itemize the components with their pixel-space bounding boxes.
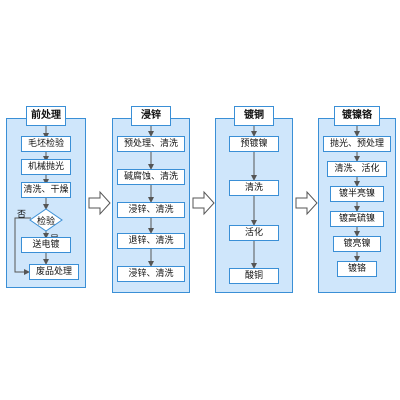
step-nickel-3: 镀半亮镍 bbox=[330, 186, 384, 202]
panel-title-zinc: 浸锌 bbox=[131, 106, 171, 126]
panel-title-nickel-chrome: 镀镍铬 bbox=[334, 106, 380, 126]
decision-label: 检验 bbox=[37, 217, 56, 227]
big-arrow-1 bbox=[88, 190, 111, 216]
step-nickel-4: 镀高硫镍 bbox=[330, 211, 384, 227]
step-clean-dry: 清洗、干燥 bbox=[21, 182, 71, 198]
step-zinc-5: 浸锌、清洗 bbox=[117, 266, 185, 282]
step-blank-inspection: 毛坯检验 bbox=[21, 136, 71, 152]
step-nickel-6: 镀铬 bbox=[337, 261, 377, 277]
step-copper-3: 活化 bbox=[229, 225, 279, 241]
step-waste-treatment: 废品处理 bbox=[29, 264, 79, 280]
big-arrow-2 bbox=[192, 190, 215, 216]
step-nickel-2: 清洗、活化 bbox=[327, 161, 387, 177]
step-zinc-1: 预处理、清洗 bbox=[117, 136, 185, 152]
step-copper-1: 预镀镍 bbox=[229, 136, 279, 152]
panel-title-pretreat: 前处理 bbox=[26, 106, 66, 126]
decision-no-label: 否 bbox=[17, 210, 27, 220]
step-copper-4: 酸铜 bbox=[229, 268, 279, 284]
big-arrow-3 bbox=[295, 190, 318, 216]
step-send-plating: 送电镀 bbox=[21, 237, 71, 253]
step-nickel-5: 镀亮镍 bbox=[333, 236, 381, 252]
panel-title-copper: 镀铜 bbox=[234, 106, 274, 126]
step-nickel-1: 抛光、预处理 bbox=[323, 136, 391, 152]
step-zinc-3: 浸锌、清洗 bbox=[117, 202, 185, 218]
step-zinc-2: 碱腐蚀、清洗 bbox=[117, 169, 185, 185]
step-zinc-4: 退锌、清洗 bbox=[117, 233, 185, 249]
step-mechanical-polish: 机械抛光 bbox=[21, 159, 71, 175]
step-copper-2: 清洗 bbox=[229, 180, 279, 196]
